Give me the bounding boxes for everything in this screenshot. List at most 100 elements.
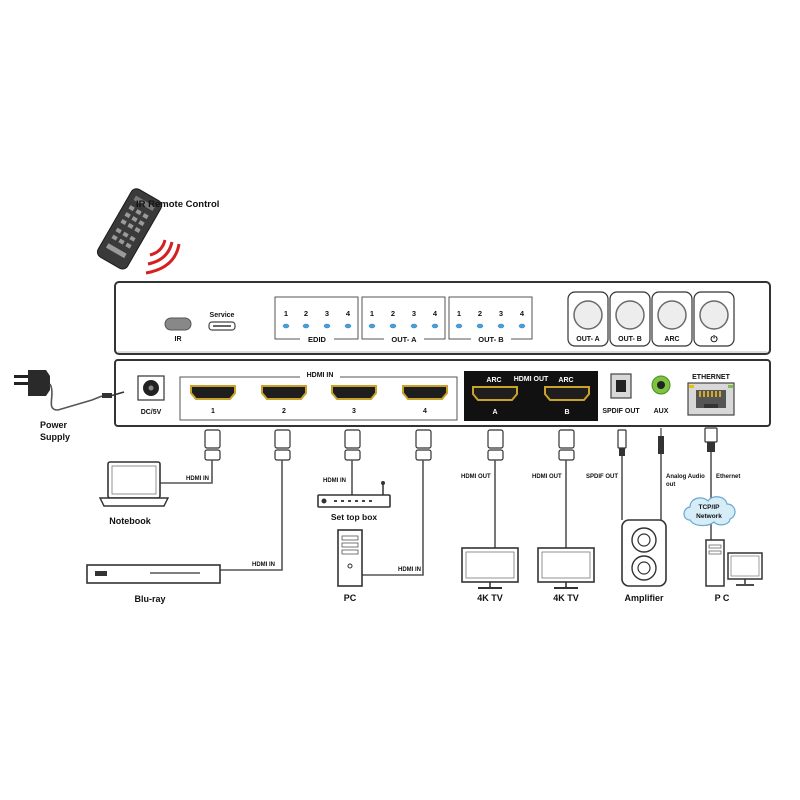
power-supply-label-line1: Power xyxy=(40,420,68,430)
aux-port[interactable]: AUX xyxy=(651,375,671,415)
cable-label-hdmi-out: HDMI OUT xyxy=(461,474,491,480)
ir-remote: IR Remote Control xyxy=(96,188,219,275)
led-number: 2 xyxy=(304,309,308,318)
hdmi-in-title: HDMI IN xyxy=(307,372,334,379)
led-group-out-a: 1 2 3 4 OUT- A xyxy=(361,296,446,344)
hdmi-out-group: HDMI OUT ARC A ARC B xyxy=(464,371,598,421)
led-number: 1 xyxy=(457,309,461,318)
notebook-device: Notebook xyxy=(98,461,170,526)
hdmi-out-title: HDMI OUT xyxy=(514,376,549,383)
arc-label: ARC xyxy=(558,377,573,384)
led-indicator xyxy=(368,323,376,329)
service-label: Service xyxy=(210,312,235,319)
led-indicator xyxy=(476,323,484,329)
hdmi-in-port-4[interactable]: 4 xyxy=(402,385,448,415)
led-indicator xyxy=(323,323,331,329)
led-number: 2 xyxy=(391,309,395,318)
led-number: 3 xyxy=(325,309,329,318)
cable-label-analog-line2: out xyxy=(666,482,675,488)
arc-button[interactable]: ARC xyxy=(651,291,693,347)
spdif-port[interactable]: SPDIF OUT xyxy=(602,373,640,415)
led-group-label: EDID xyxy=(308,335,327,344)
cable-label-hdmi-in: HDMI IN xyxy=(398,567,421,573)
ethernet-port[interactable]: ETHERNET xyxy=(687,374,735,416)
network-cloud: TCP/IP Network xyxy=(683,496,736,527)
led-number: 1 xyxy=(284,309,288,318)
tv-b-label: 4K TV xyxy=(553,593,579,603)
network-label-line2: Network xyxy=(696,513,722,520)
led-number: 3 xyxy=(499,309,503,318)
led-indicator xyxy=(431,323,439,329)
dc-label: DC/5V xyxy=(141,409,162,416)
tv-a-label: 4K TV xyxy=(477,593,503,603)
audio-network-cables: SPDIF OUT Analog Audio out Ethernet xyxy=(586,427,740,540)
led-number: 4 xyxy=(520,309,525,318)
hdmi-in-port-1[interactable]: 1 xyxy=(190,385,236,415)
power-icon: ⏻ xyxy=(710,334,718,344)
ir-signal-icon xyxy=(145,239,181,275)
network-pc-device: P C xyxy=(705,539,763,603)
hdmi-in-port-2[interactable]: 2 xyxy=(261,385,307,415)
cable-label-spdif: SPDIF OUT xyxy=(586,474,618,480)
led-indicator xyxy=(410,323,418,329)
led-indicator xyxy=(282,323,290,329)
tv-a-device: 4K TV xyxy=(461,547,519,603)
amplifier-device: Amplifier xyxy=(621,519,667,603)
front-panel: IR Service 1 2 3 4 EDID 1 2 3 4 xyxy=(114,281,771,355)
out-a-button-label: OUT- A xyxy=(576,336,599,343)
dc-power-port[interactable]: DC/5V xyxy=(137,375,165,416)
amplifier-label: Amplifier xyxy=(624,593,664,603)
hdmi-out-port-a[interactable]: ARC A xyxy=(472,377,518,416)
spdif-label: SPDIF OUT xyxy=(602,408,640,415)
led-number: 4 xyxy=(433,309,438,318)
network-pc-label: P C xyxy=(715,593,730,603)
power-button[interactable]: ⏻ xyxy=(693,291,735,347)
back-panel: DC/5V HDMI IN 1 2 3 4 xyxy=(114,359,771,427)
settop-box-label: Set top box xyxy=(331,512,378,522)
led-number: 4 xyxy=(346,309,351,318)
cable-label-hdmi-in: HDMI IN xyxy=(323,478,346,484)
out-b-button[interactable]: OUT- B xyxy=(609,291,651,347)
bluray-label: Blu-ray xyxy=(134,594,165,604)
hdmi-out-cables: HDMI OUT HDMI OUT xyxy=(461,429,575,548)
notebook-label: Notebook xyxy=(109,516,151,526)
arc-button-label: ARC xyxy=(664,336,679,343)
led-indicator xyxy=(497,323,505,329)
led-indicator xyxy=(389,323,397,329)
led-group-out-b: 1 2 3 4 OUT- B xyxy=(448,296,533,344)
led-number: 2 xyxy=(478,309,482,318)
cable-label-analog-line1: Analog Audio xyxy=(666,474,705,480)
led-indicator xyxy=(455,323,463,329)
hdmi-in-port-number: 3 xyxy=(352,408,356,415)
led-number: 3 xyxy=(412,309,416,318)
aux-label: AUX xyxy=(654,408,669,415)
pc-device: PC xyxy=(337,529,363,603)
service-port[interactable]: Service xyxy=(208,312,236,331)
hdmi-in-port-number: 1 xyxy=(211,408,215,415)
bluray-device: Blu-ray xyxy=(86,564,221,604)
hdmi-in-port-3[interactable]: 3 xyxy=(331,385,377,415)
power-supply: Power Supply xyxy=(14,370,125,442)
led-group-edid: 1 2 3 4 EDID xyxy=(274,296,359,344)
hdmi-in-group: HDMI IN 1 2 3 4 xyxy=(179,370,458,421)
led-group-label: OUT- B xyxy=(478,335,504,344)
cable-label-hdmi-out: HDMI OUT xyxy=(532,474,562,480)
ir-remote-label: IR Remote Control xyxy=(136,199,219,210)
power-supply-label-line2: Supply xyxy=(40,432,70,442)
ir-sensor: IR xyxy=(164,317,192,343)
cable-label-hdmi-in: HDMI IN xyxy=(252,562,275,568)
ir-label: IR xyxy=(175,336,182,343)
led-indicator xyxy=(344,323,352,329)
out-a-button[interactable]: OUT- A xyxy=(567,291,609,347)
hdmi-out-port-b[interactable]: ARC B xyxy=(544,377,590,416)
cable-label-ethernet: Ethernet xyxy=(716,474,740,480)
arc-label: ARC xyxy=(486,377,501,384)
pc-label: PC xyxy=(344,593,357,603)
settop-box-device: Set top box xyxy=(317,481,391,522)
led-indicator xyxy=(518,323,526,329)
ethernet-label: ETHERNET xyxy=(692,374,730,381)
cable-label-hdmi-in: HDMI IN xyxy=(186,476,209,482)
hdmi-in-port-number: 4 xyxy=(423,408,427,415)
led-indicator xyxy=(302,323,310,329)
